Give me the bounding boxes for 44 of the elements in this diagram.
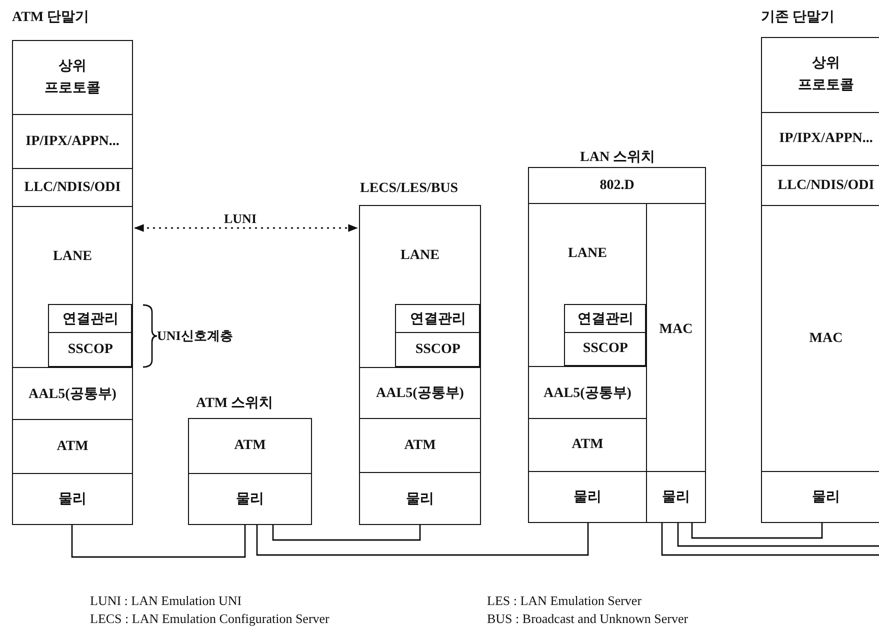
sublayer-box: 연결관리 <box>564 304 646 334</box>
sublayer-box: SSCOP <box>564 332 646 366</box>
stack-title: LECS/LES/BUS <box>360 181 458 197</box>
cable-line <box>272 525 421 541</box>
layer-label: 상위 프로토콜 <box>797 55 855 95</box>
layer-box: 802.D <box>528 167 706 204</box>
layer-box: LANE 연결관리 SSCOP <box>12 206 133 368</box>
layer-box: LANE 연결관리 SSCOP <box>528 203 647 367</box>
sublayer-box: SSCOP <box>48 332 132 368</box>
layer-box: LANE 연결관리 SSCOP <box>359 205 481 368</box>
layer-label: 상위 프로토콜 <box>44 58 102 98</box>
layer-box: AAL5(공통부) <box>359 367 481 419</box>
layer-box: IP/IPX/APPN... <box>12 114 133 169</box>
layer-box: 물리 <box>12 473 133 525</box>
stack-title: ATM 스위치 <box>196 395 274 412</box>
cable-line <box>691 523 823 539</box>
layer-box: ATM <box>359 418 481 473</box>
double-arrow <box>134 224 358 232</box>
layer-box: LLC/NDIS/ODI <box>12 168 133 207</box>
abbreviation-note: LECS : LAN Emulation Configuration Server <box>90 611 330 627</box>
cable-line <box>256 523 589 556</box>
layer-box: ATM <box>188 418 312 474</box>
bracket-label: UNI신호계층 <box>157 327 233 345</box>
layer-box: 물리 <box>359 472 481 525</box>
sublayer-box: 연결관리 <box>48 304 132 334</box>
layer-box: AAL5(공통부) <box>12 367 133 420</box>
abbreviation-note: LUNI : LAN Emulation UNI <box>90 593 242 609</box>
layer-box <box>761 37 879 113</box>
layer-box <box>12 40 133 115</box>
stack-title: LAN 스위치 <box>580 149 656 166</box>
cable-line <box>71 525 246 558</box>
layer-box: 물리 <box>761 471 879 523</box>
cable-line <box>661 523 879 556</box>
abbreviation-note: BUS : Broadcast and Unknown Server <box>487 611 688 627</box>
layer-box: 물리 <box>188 473 312 525</box>
cable-line <box>677 523 879 547</box>
stack-title: ATM 단말기 <box>12 9 90 26</box>
layer-box: 물리 <box>528 471 647 523</box>
layer-box: 물리 <box>646 471 706 523</box>
layer-box: ATM <box>12 419 133 474</box>
stack-title: 기존 단말기 <box>761 9 834 26</box>
sublayer-box: 연결관리 <box>395 304 480 334</box>
abbreviation-note: LES : LAN Emulation Server <box>487 593 642 609</box>
sublayer-box: SSCOP <box>395 332 480 368</box>
